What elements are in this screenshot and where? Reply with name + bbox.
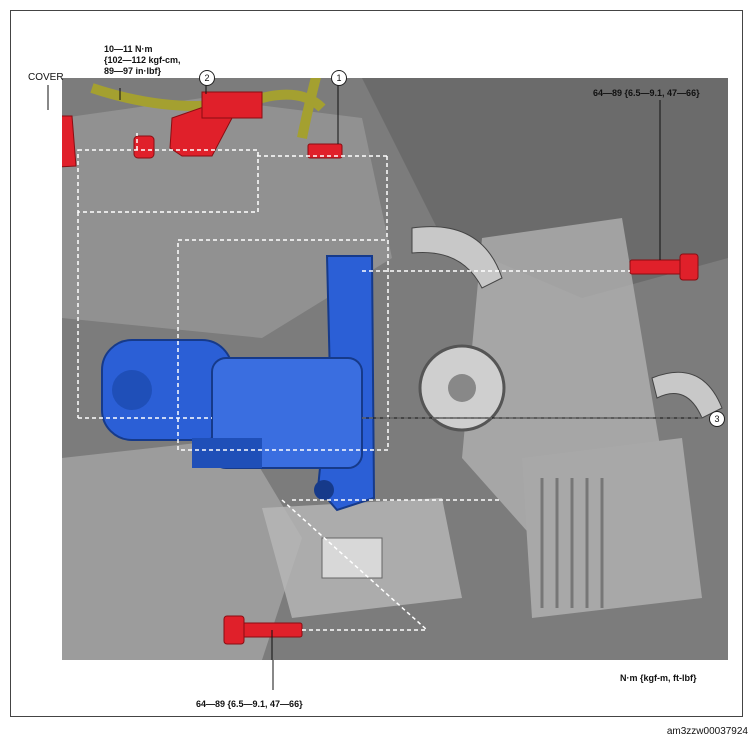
torque-label-1: 10—11 N·m: [104, 44, 153, 54]
units-label: N·m {kgf-m, ft-lbf}: [620, 673, 697, 683]
figure-code: am3zzw00037924: [666, 726, 748, 737]
engine-illustration: [62, 78, 728, 660]
torque-label-3: 89—97 in·lbf}: [104, 66, 162, 76]
torque-label-2: {102—112 kgf-cm,: [104, 55, 181, 65]
callout-2: 2: [199, 70, 215, 86]
torque-label-right: 64—89 {6.5—9.1, 47—66}: [593, 88, 700, 98]
callout-1: 1: [331, 70, 347, 86]
torque-label-bottom: 64—89 {6.5—9.1, 47—66}: [196, 699, 303, 709]
callout-3: 3: [709, 411, 725, 427]
cover-label: COVER: [28, 72, 64, 83]
